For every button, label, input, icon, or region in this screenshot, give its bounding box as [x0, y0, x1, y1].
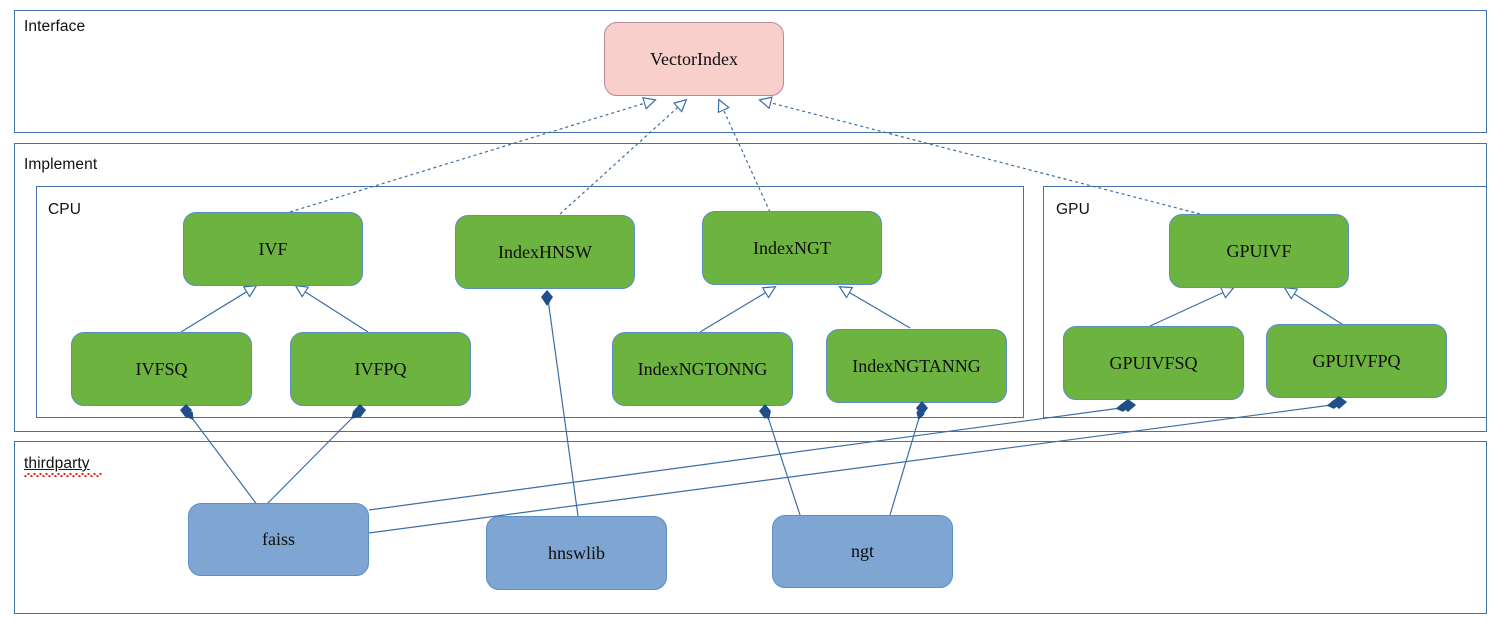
node-indexngtanng[interactable]: IndexNGTANNG [826, 329, 1007, 403]
edge-hnswlib-to-indexhnsw [547, 292, 579, 517]
node-hnswlib-label: hnswlib [547, 542, 605, 563]
edge-gpuivfsq-to-gpuivf [1149, 288, 1233, 327]
group-cpu [36, 186, 1024, 418]
node-ivf[interactable]: IVF [183, 212, 363, 286]
edge-gpuivf-to-vectorindex [760, 100, 1201, 215]
node-indexngt[interactable]: IndexNGT [702, 211, 882, 285]
node-gpuivfsq[interactable]: GPUIVFSQ [1063, 326, 1244, 400]
node-indexngtonng[interactable]: IndexNGTONNG [612, 332, 793, 406]
node-gpuivf-label: GPUIVF [1226, 240, 1292, 261]
node-indexngtonng-label: IndexNGTONNG [637, 358, 768, 379]
edge-gpuivfpq-to-gpuivf [1285, 288, 1346, 327]
node-gpuivfsq-label: GPUIVFSQ [1109, 352, 1198, 373]
group-thirdparty [14, 441, 1487, 614]
group-gpu-label: GPU [1056, 201, 1090, 218]
edge-indexngt-to-vectorindex [719, 100, 771, 213]
node-indexngtanng-label: IndexNGTANNG [852, 355, 981, 376]
node-gpuivfpq-label: GPUIVFPQ [1312, 350, 1401, 371]
group-implement-label: Implement [24, 156, 98, 173]
group-interface-label: Interface [24, 18, 86, 35]
edge-faiss-to-ivfsq [186, 410, 259, 507]
node-ngt-label: ngt [850, 541, 874, 561]
edge-ivf-to-vectorindex [289, 100, 655, 213]
group-thirdparty-label: thirdparty [24, 455, 90, 472]
node-vectorindex[interactable]: VectorIndex [604, 22, 784, 96]
node-indexngt-label: IndexNGT [753, 237, 831, 258]
edge-ivfsq-to-ivf [180, 286, 256, 333]
group-cpu-label: CPU [48, 201, 82, 218]
node-gpuivf[interactable]: GPUIVF [1169, 214, 1349, 288]
group-gpu [1043, 186, 1487, 418]
node-indexhnsw-label: IndexHNSW [498, 241, 592, 262]
node-vectorindex-label: VectorIndex [650, 48, 738, 69]
edge-ngt-to-indexngtanng [889, 408, 922, 516]
node-ivfsq-label: IVFSQ [135, 358, 188, 379]
edge-ivfpq-to-ivf [296, 286, 369, 333]
edge-faiss-to-gpuivfpq [368, 404, 1339, 534]
node-ivfsq[interactable]: IVFSQ [71, 332, 252, 406]
edge-indexngtanng-to-indexngt [840, 287, 911, 329]
edge-indexhnsw-to-vectorindex [559, 100, 686, 215]
node-gpuivfpq[interactable]: GPUIVFPQ [1266, 324, 1447, 398]
node-hnswlib[interactable]: hnswlib [486, 516, 667, 590]
edge-ngt-to-indexngtonng [765, 408, 801, 516]
edge-indexngtonng-to-indexngt [699, 287, 775, 333]
node-ivfpq-label: IVFPQ [354, 358, 407, 379]
node-ivf-label: IVF [258, 238, 288, 259]
node-faiss[interactable]: faiss [188, 503, 369, 576]
node-indexhnsw[interactable]: IndexHNSW [455, 215, 635, 289]
edge-faiss-to-gpuivfsq [368, 407, 1128, 511]
node-faiss-label: faiss [262, 529, 295, 549]
node-ngt[interactable]: ngt [772, 515, 953, 588]
group-interface [14, 10, 1487, 133]
node-ivfpq[interactable]: IVFPQ [290, 332, 471, 406]
edge-faiss-to-ivfpq [264, 410, 360, 507]
